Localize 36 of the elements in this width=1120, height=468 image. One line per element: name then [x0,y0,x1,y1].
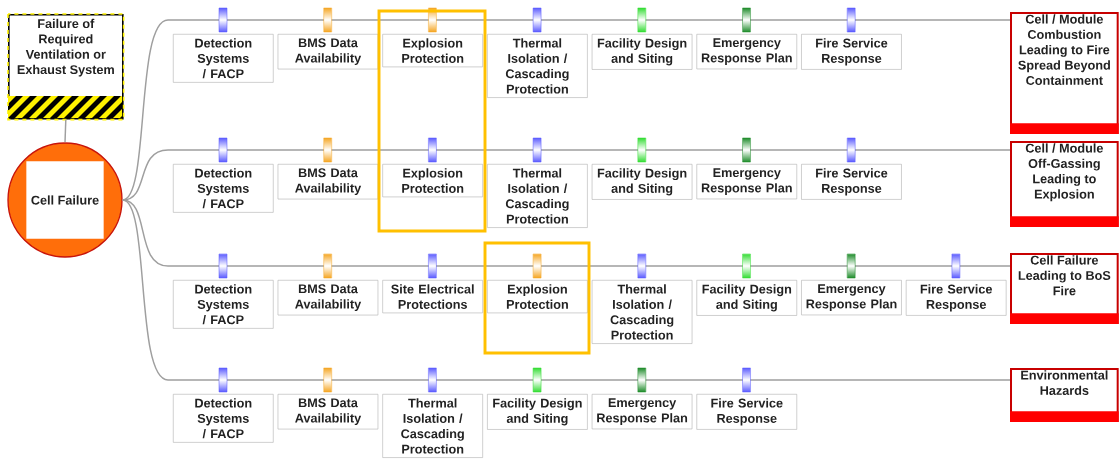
barrier-box: Thermal Isolation / Cascading Protection [487,34,588,98]
barrier-box: Emergency Response Plan [696,34,798,70]
consequence-box: Cell Failure Leading to BoS Fire [1010,253,1119,324]
barrier-box: Fire Service Response [801,34,902,70]
barrier-box: BMS Data Availability [277,280,379,316]
barrier-box: Detection Systems / FACP [173,34,274,83]
barrier-box: Emergency Response Plan [591,394,693,430]
consequence-box: Environmental Hazards [1010,368,1119,422]
barrier-box: Fire Service Response [801,164,902,200]
barrier-box: Fire Service Response [905,280,1007,316]
connector-line [121,199,1011,381]
barrier-box: Facility Design and Siting [591,34,693,70]
barrier-box: Thermal Isolation / Cascading Protection [487,164,588,228]
barrier-box: BMS Data Availability [277,34,379,70]
barrier-box: BMS Data Availability [277,164,379,200]
barrier-box: Emergency Response Plan [801,280,902,316]
barrier-box: Thermal Isolation / Cascading Protection [591,280,693,344]
barrier-box: Site Electrical Protections [382,280,483,314]
consequence-box: Cell / Module Combustion Leading to Fire Spread Beyond Containment [1010,12,1119,134]
barrier-box: Explosion Protection [487,280,588,314]
hazard-box: Failure of Required Ventilation or Exhaust System [7,13,125,121]
barrier-box: Thermal Isolation / Cascading Protection [382,394,483,458]
barrier-box: Explosion Protection [382,164,483,198]
barrier-box: Detection Systems / FACP [173,280,274,329]
barrier-box: Facility Design and Siting [696,280,798,316]
barrier-box: Facility Design and Siting [487,394,588,430]
connector-line [121,149,1011,201]
barrier-box: Fire Service Response [696,394,798,430]
connector-line [64,118,67,144]
barrier-box: BMS Data Availability [277,394,379,430]
barrier-box: Explosion Protection [382,34,483,68]
barrier-box: Detection Systems / FACP [173,394,274,443]
barrier-box: Facility Design and Siting [591,164,693,200]
consequence-box: Cell / Module Off-Gassing Leading to Explosion [1010,141,1119,227]
barrier-box: Detection Systems / FACP [173,164,274,213]
barrier-box: Emergency Response Plan [696,164,798,200]
